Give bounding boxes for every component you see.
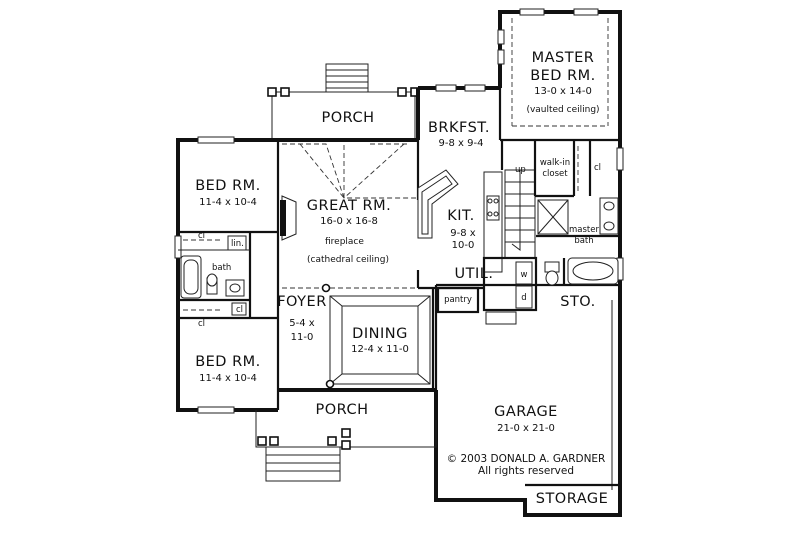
label-bed2: BED RM. xyxy=(195,354,261,370)
master-note: (vaulted ceiling) xyxy=(526,105,599,115)
label-linen: lin. xyxy=(231,239,244,249)
label-fireplace: fireplace xyxy=(325,237,364,247)
label-pantry: pantry xyxy=(444,295,472,305)
foyer-dim-2: 11-0 xyxy=(291,332,314,343)
label-closet-1: cl xyxy=(198,231,205,241)
label-sto: STO. xyxy=(560,294,596,310)
utility xyxy=(436,256,538,325)
great-room xyxy=(280,140,420,293)
label-garage: GARAGE xyxy=(494,404,558,420)
master-tub xyxy=(567,257,619,285)
washer xyxy=(515,261,533,285)
label-bath: bath xyxy=(212,263,231,273)
label-closet-4: cl xyxy=(594,163,601,173)
front-porch-steps xyxy=(265,446,341,482)
porch-post xyxy=(397,87,407,97)
bathtub xyxy=(180,255,202,299)
label-dryer: d xyxy=(521,293,526,303)
label-master-2: BED RM. xyxy=(530,68,596,84)
dining xyxy=(325,288,435,390)
label-closet-2: cl xyxy=(198,319,205,329)
label-kitchen: KIT. xyxy=(447,208,475,224)
great-note: (cathedral ceiling) xyxy=(307,255,389,265)
kit-dim-2: 10-0 xyxy=(452,240,475,251)
copyright-line-1: © 2003 DONALD A. GARDNER xyxy=(447,453,606,465)
bedroom-wing xyxy=(178,230,278,320)
front-porch xyxy=(255,410,437,482)
great-dim: 16-0 x 16-8 xyxy=(320,216,378,227)
room-labels: PORCH MASTER BED RM. 13-0 x 14-0 (vaulte… xyxy=(195,50,608,507)
label-storage: STORAGE xyxy=(536,491,609,507)
label-master-bath-2: bath xyxy=(574,236,593,246)
bed1-dim: 11-4 x 10-4 xyxy=(199,197,257,208)
label-bed1: BED RM. xyxy=(195,178,261,194)
kitchen-counter xyxy=(483,171,503,273)
foyer-dim-1: 5-4 x xyxy=(289,318,315,329)
dryer xyxy=(515,285,533,309)
bed2-dim: 11-4 x 10-4 xyxy=(199,373,257,384)
brkfst-dim: 9-8 x 9-4 xyxy=(439,138,484,149)
label-rear-porch: PORCH xyxy=(321,110,374,126)
shower xyxy=(537,199,569,235)
sink xyxy=(225,279,245,297)
kit-dim-1: 9-8 x xyxy=(450,228,476,239)
windows xyxy=(174,8,624,414)
label-brkfst: BRKFST. xyxy=(428,120,490,136)
label-stairs-up: up xyxy=(515,165,526,175)
rear-porch-steps xyxy=(325,63,369,93)
label-master-bath-1: master xyxy=(569,225,599,235)
copyright-line-2: All rights reserved xyxy=(478,465,574,477)
label-foyer: FOYER xyxy=(277,294,327,310)
label-master: MASTER xyxy=(532,50,595,66)
master-dim: 13-0 x 14-0 xyxy=(534,86,592,97)
dining-dim: 12-4 x 11-0 xyxy=(351,344,409,355)
rear-porch xyxy=(267,63,420,140)
label-closet-3: cl xyxy=(236,305,243,315)
vanity xyxy=(599,197,619,235)
label-util: UTIL. xyxy=(455,266,494,282)
label-dining: DINING xyxy=(352,326,408,342)
porch-post xyxy=(280,87,290,97)
porch-post xyxy=(267,87,277,97)
label-walkin-2: closet xyxy=(542,169,568,179)
label-front-porch: PORCH xyxy=(315,402,368,418)
label-washer: w xyxy=(521,270,528,280)
garage-dim: 21-0 x 21-0 xyxy=(497,423,555,434)
label-great-room: GREAT RM. xyxy=(307,198,391,214)
garage xyxy=(525,300,620,490)
kitchen-area xyxy=(417,140,536,290)
master-suite xyxy=(500,18,620,286)
label-walkin-1: walk-in xyxy=(540,158,570,168)
